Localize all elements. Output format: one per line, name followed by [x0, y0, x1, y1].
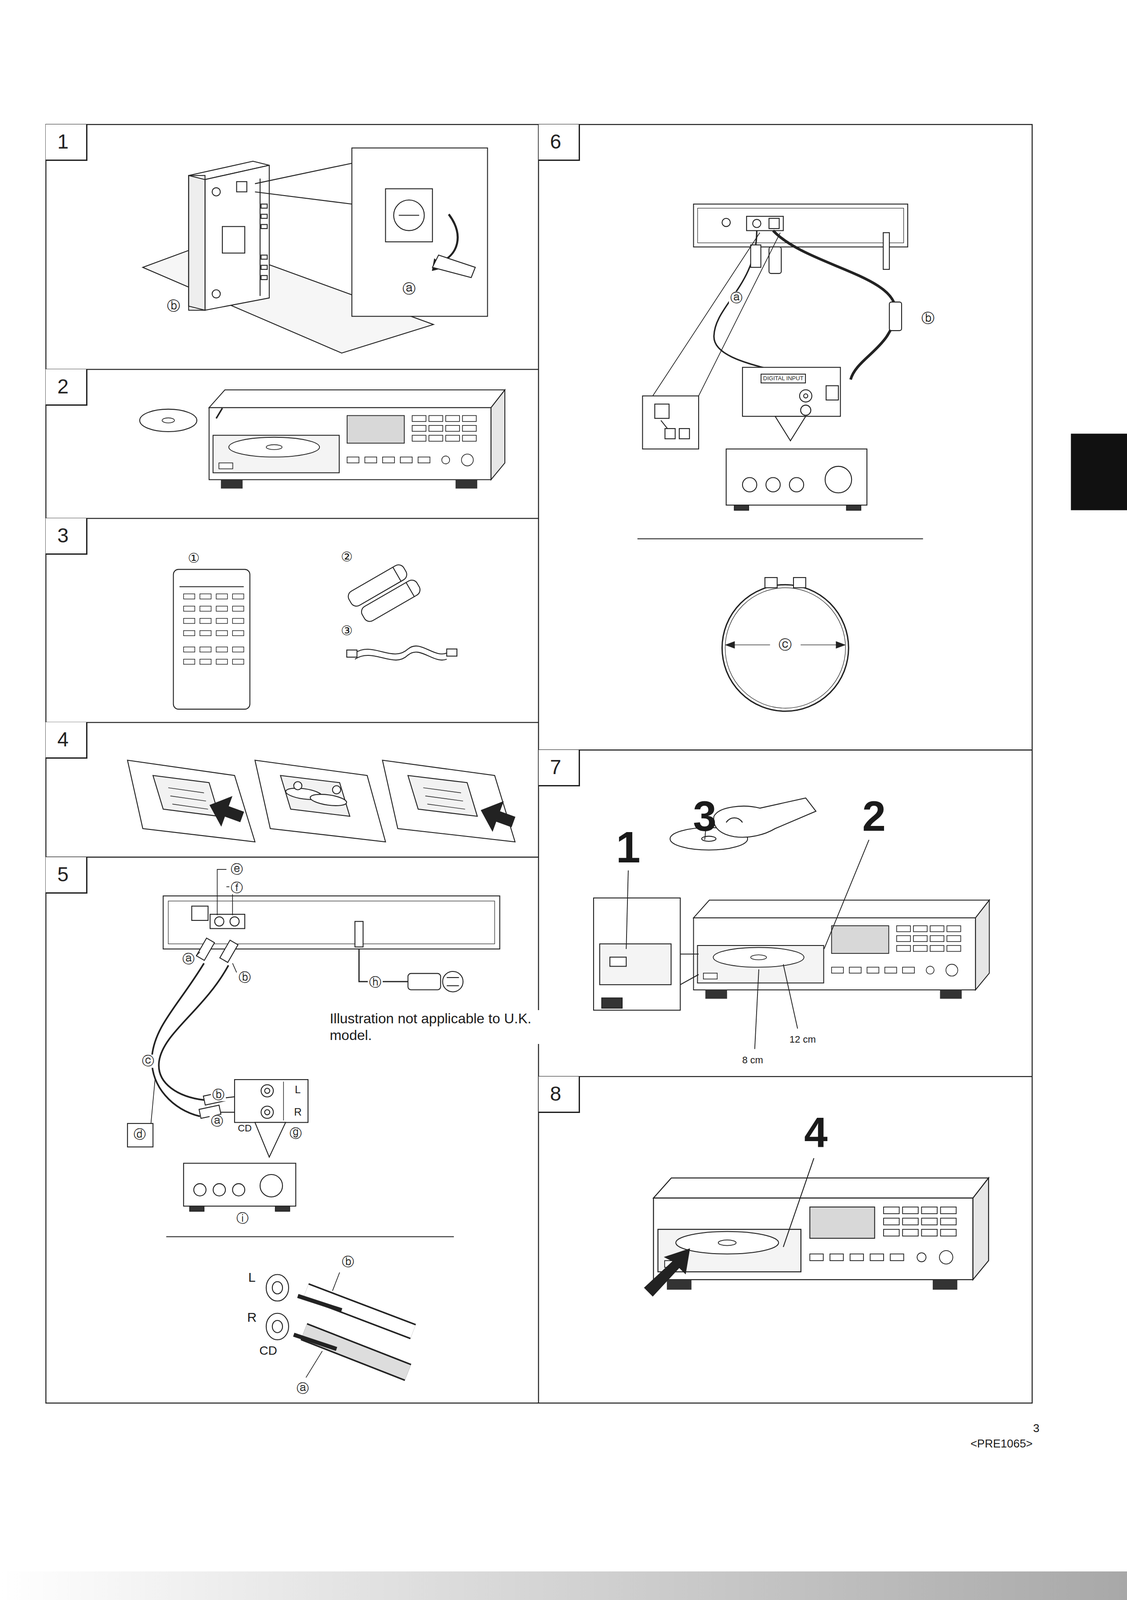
- step-panel: 4: [45, 721, 539, 857]
- step-panel: 8: [538, 1076, 1033, 1403]
- callout-letter: ⓒ: [777, 637, 794, 652]
- text-label: R: [292, 1106, 303, 1118]
- note-text: Illustration not applicable to U.K. mode…: [328, 1009, 542, 1044]
- callout-letter: ⓐ: [728, 291, 744, 305]
- callout-letter: ⓑ: [165, 299, 182, 314]
- text-label: CD: [236, 1123, 254, 1134]
- text-label: R: [246, 1309, 259, 1324]
- callout-letter: ⓔ: [229, 862, 245, 876]
- callout-number: 2: [861, 793, 888, 839]
- callout-letter: ⓐ: [181, 952, 196, 965]
- text-label: L: [293, 1083, 302, 1095]
- callout-letter: ⓒ: [140, 1054, 156, 1067]
- step-panel: 6: [538, 124, 1033, 750]
- callout-letter: ⓑ: [210, 1087, 226, 1101]
- text-label: CD: [257, 1344, 279, 1357]
- step-number: 3: [45, 518, 88, 555]
- step-panel: 1: [45, 124, 539, 370]
- callout-letter: ⓕ: [229, 880, 245, 894]
- callout-letter: ①: [186, 550, 202, 566]
- callout-letter: ⓑ: [920, 311, 936, 326]
- text-label: <PRE1065>: [969, 1437, 1035, 1450]
- panel-marking: DIGITAL INPUT: [760, 373, 807, 384]
- callout-letter: ⓑ: [237, 970, 253, 984]
- text-label: 12 cm: [788, 1034, 818, 1045]
- callout-letter: ⓐ: [295, 1381, 311, 1395]
- callout-number: 3: [691, 793, 718, 839]
- step-number: 1: [45, 124, 88, 161]
- callout-letter: ⓐ: [401, 281, 417, 296]
- callout-letter: ⓐ: [209, 1114, 225, 1127]
- callout-letter: ⓗ: [367, 975, 383, 989]
- step-panel: 7: [538, 749, 1033, 1077]
- callout-number: 1: [614, 823, 642, 870]
- step-number: 4: [45, 721, 88, 759]
- step-number: 8: [538, 1076, 581, 1113]
- step-number: 6: [538, 124, 581, 161]
- callout-letter: ⓑ: [340, 1255, 356, 1269]
- step-number: 2: [45, 369, 88, 406]
- text-label: 3: [1031, 1421, 1041, 1434]
- step-panel: 2: [45, 369, 539, 519]
- callout-letter: ⓘ: [235, 1211, 251, 1225]
- text-label: L: [246, 1269, 258, 1284]
- step-number: 7: [538, 749, 581, 787]
- step-number: 5: [45, 856, 88, 894]
- text-label: 8 cm: [740, 1054, 765, 1065]
- step-panel: 3: [45, 518, 539, 722]
- callout-letter: ⓖ: [288, 1126, 304, 1140]
- callout-letter: ②: [339, 550, 355, 565]
- callout-letter: ③: [339, 623, 355, 638]
- callout-number: 4: [802, 1109, 829, 1155]
- callout-letter: ⓓ: [132, 1127, 148, 1141]
